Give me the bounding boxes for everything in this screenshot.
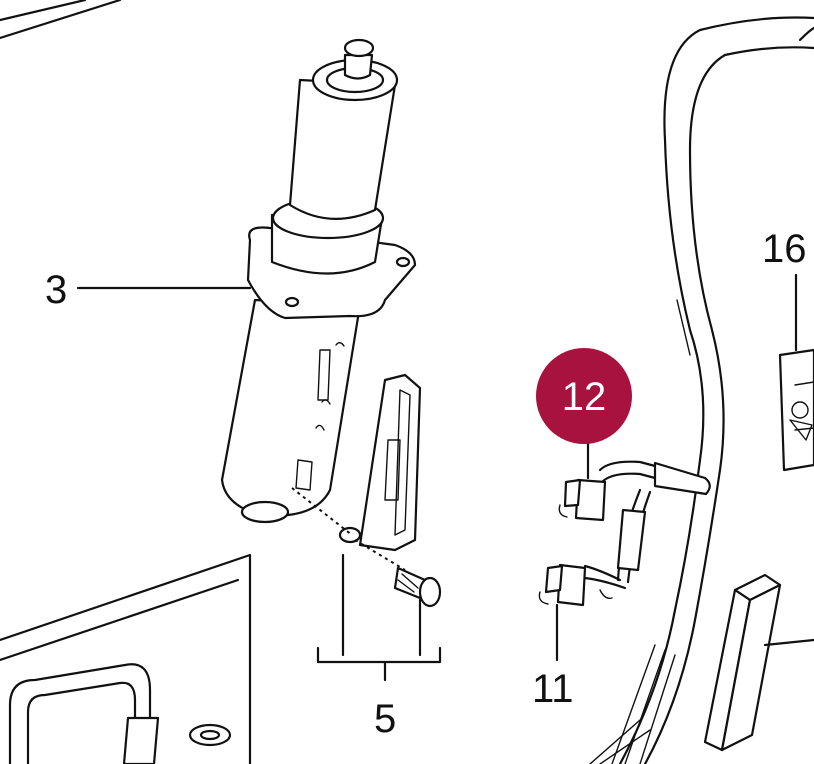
wiring-harness: [583, 16, 814, 764]
connector-11-part: [538, 563, 587, 607]
block-part: [703, 573, 814, 752]
washer: [188, 723, 232, 747]
callout-12: 12: [562, 375, 607, 419]
callout-11: 11: [532, 667, 574, 711]
switch-assembly-part: [291, 373, 442, 608]
bracket-part: [778, 348, 814, 472]
highlight-circle[interactable]: [536, 348, 632, 444]
lock-cylinder-part: [220, 38, 417, 524]
callout-16: 16: [762, 227, 807, 271]
leader-lines: [76, 273, 798, 682]
callout-3: 3: [45, 268, 67, 312]
callout-12-highlight[interactable]: 12: [536, 348, 632, 444]
body-panel-bottom-left: [0, 553, 252, 764]
body-panel-top-left: [0, 0, 122, 40]
connector-12-part: [558, 478, 607, 522]
callout-5: 5: [374, 697, 396, 741]
